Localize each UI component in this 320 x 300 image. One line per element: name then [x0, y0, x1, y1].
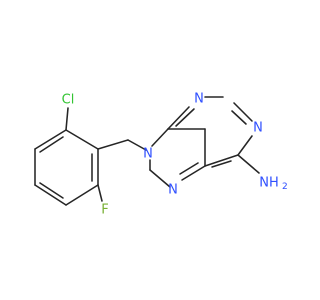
amine-group-label: NH	[259, 176, 279, 191]
bond	[34, 129, 67, 150]
atom-labels: Cl F N N N N NH 2	[62, 92, 288, 218]
molecule-structure-diagram: Cl F N N N N NH 2	[34, 92, 288, 218]
bond-to-ch2	[97, 139, 129, 150]
bond	[34, 184, 67, 206]
nitrogen-atom-label-n1: N	[253, 121, 263, 136]
bond-ch2-n	[127, 139, 147, 151]
double-bond-inner	[175, 108, 195, 127]
bond	[204, 154, 239, 167]
bond-to-cl	[65, 107, 69, 131]
bond	[237, 135, 253, 156]
bond	[233, 102, 253, 122]
amine-subscript-label: 2	[282, 182, 288, 192]
bond	[65, 184, 99, 206]
bond	[149, 169, 171, 188]
double-bond-inner	[211, 160, 232, 168]
nitrogen-atom-label-n7: N	[168, 183, 178, 198]
double-bond-inner	[39, 182, 64, 199]
bond	[167, 106, 190, 130]
bond	[65, 129, 99, 150]
bond-to-f	[97, 184, 103, 202]
double-bond-inner	[179, 162, 199, 175]
bonds	[34, 96, 260, 206]
fluorine-atom-label: F	[101, 203, 108, 218]
bond	[181, 165, 206, 181]
nitrogen-atom-label-n3: N	[194, 92, 204, 107]
bond	[151, 128, 169, 147]
chlorine-atom-label: Cl	[62, 93, 75, 108]
bond-to-nh2	[237, 154, 260, 174]
double-bond-inner	[39, 136, 64, 153]
double-bond-inner	[231, 110, 247, 125]
nitrogen-atom-label-n9: N	[143, 147, 153, 162]
